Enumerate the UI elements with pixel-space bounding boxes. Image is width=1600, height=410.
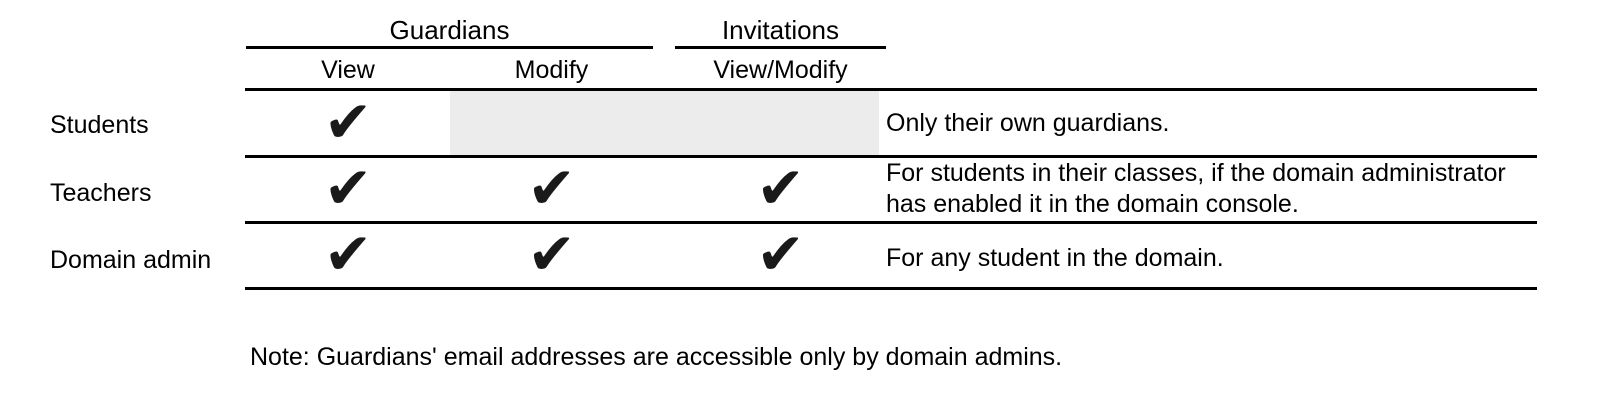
- row-label-domain-admin: Domain admin: [50, 246, 212, 274]
- check-icon-domain-admin-modify: ✔: [527, 220, 576, 288]
- row-label-teachers: Teachers: [50, 179, 152, 207]
- group-header-guardians-label: Guardians: [389, 15, 510, 45]
- column-header-view-modify: View/Modify: [713, 56, 848, 84]
- table-divider-teachers: [245, 221, 1537, 224]
- table-divider-students: [245, 155, 1537, 158]
- footnote: Note: Guardians' email addresses are acc…: [250, 343, 1063, 371]
- disabled-cells-region: [450, 91, 879, 155]
- group-header-invitations-label: Invitations: [721, 15, 840, 45]
- group-header-guardians: Guardians: [246, 12, 653, 49]
- column-header-view: View: [321, 56, 375, 84]
- table-divider-header: [245, 88, 1537, 91]
- row-label-students: Students: [50, 111, 149, 139]
- check-icon-domain-admin-view: ✔: [323, 220, 373, 288]
- column-header-modify: Modify: [514, 56, 589, 84]
- check-icon-teachers-view-modify: ✔: [756, 154, 805, 222]
- group-header-invitations: Invitations: [675, 12, 886, 49]
- check-icon-teachers-modify: ✔: [527, 154, 576, 222]
- row-note-teachers: For students in their classes, if the do…: [886, 159, 1506, 218]
- check-icon-teachers-view: ✔: [323, 154, 373, 222]
- row-note-students: Only their own guardians.: [886, 109, 1170, 137]
- row-note-domain-admin: For any student in the domain.: [886, 244, 1224, 272]
- check-icon-domain-admin-view-modify: ✔: [756, 220, 805, 288]
- table-divider-domain-admin: [245, 287, 1537, 290]
- check-icon-students-view: ✔: [323, 88, 373, 156]
